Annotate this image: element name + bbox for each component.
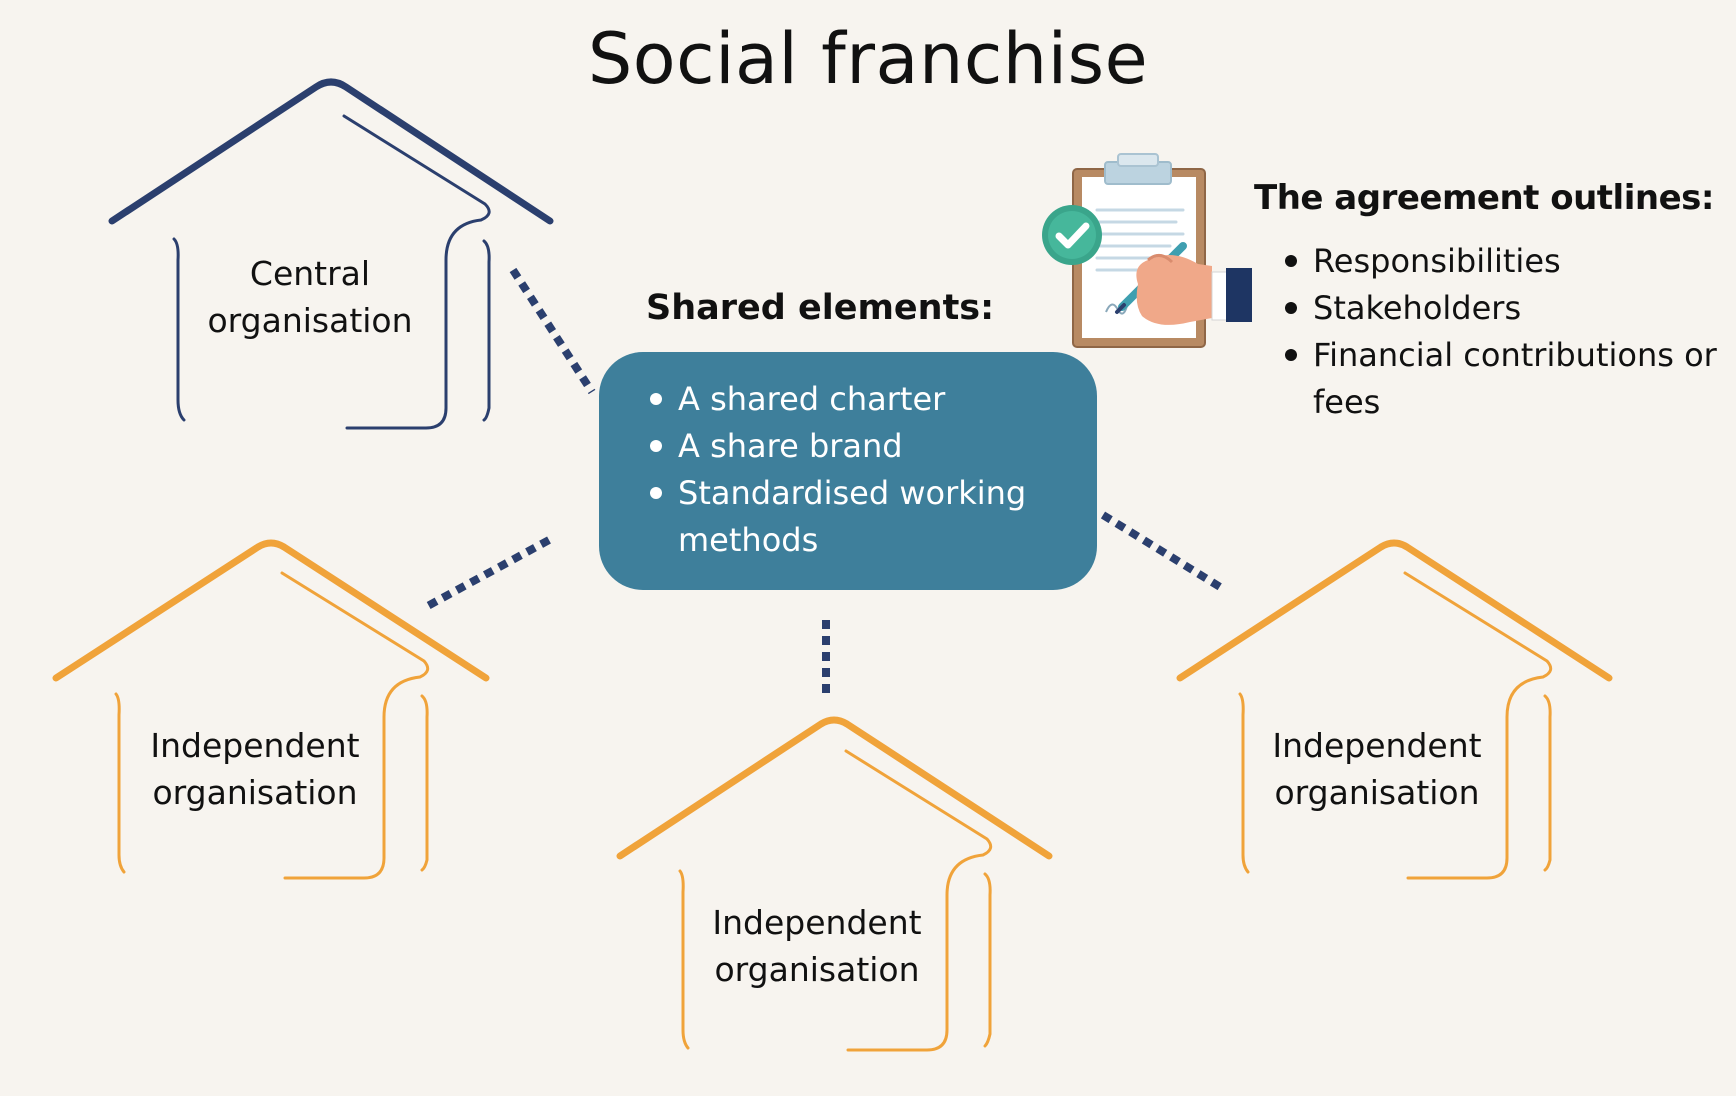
connectors [422,267,1228,694]
central-house-label: Central organisation [190,250,430,344]
independent-label-left-line2: organisation [152,773,358,812]
independent-house-left-inner-roof [280,571,430,880]
agreement-item: Stakeholders [1283,285,1723,332]
agreement-item: Financial contributions or fees [1283,332,1723,426]
shared-elements-box [599,352,1097,590]
central-house [108,78,554,430]
independent-label-right-line2: organisation [1274,773,1480,812]
independent-house-right-inner-wall [1543,694,1552,872]
independent-label-left: Independent organisation [130,722,380,816]
independent-house-left-inner-wall [420,694,429,872]
independent-label-right-line1: Independent [1272,726,1482,765]
independent-house-center-inner-wall [983,872,992,1048]
shared-item: Standardised working methods [648,470,1088,564]
connector-left [422,536,551,612]
independent-house-center-left-wall [678,869,690,1050]
shared-item: A shared charter [648,376,1088,423]
independent-label-center-line2: organisation [714,950,920,989]
central-house-roof [108,78,554,225]
independent-label-right: Independent organisation [1252,722,1502,816]
independent-house-right-roof [1176,539,1613,682]
shared-elements-heading: Shared elements: [646,288,995,328]
agreement-heading: The agreement outlines: [1254,178,1714,218]
independent-house-left-left-wall [114,692,126,874]
central-label-line1: Central [249,254,371,293]
independent-house-center-roof [616,716,1053,860]
independent-house-center-inner-roof [844,749,993,1052]
central-house-left-wall [172,237,186,422]
independent-house-right [1176,539,1613,880]
shared-elements-list: A shared charter A share brand Standardi… [648,376,1088,564]
central-house-inner-wall [482,239,491,422]
central-label-line2: organisation [207,301,413,340]
independent-house-left-roof [52,539,490,682]
independent-house-center [616,716,1053,1052]
connector-central [509,267,596,395]
central-house-inner-roof [342,114,491,430]
independent-label-center: Independent organisation [692,899,942,993]
agreement-item: Responsibilities [1283,238,1723,285]
independent-house-right-left-wall [1238,692,1250,874]
shared-item: A share brand [648,423,1088,470]
agreement-list: Responsibilities Stakeholders Financial … [1283,238,1723,426]
connector-right [1100,511,1228,594]
independent-label-center-line1: Independent [712,903,922,942]
independent-house-left [52,539,490,880]
independent-house-right-inner-roof [1403,571,1553,880]
page-title: Social franchise [587,18,1149,100]
clipboard-signing-icon [1042,153,1252,348]
independent-label-left-line1: Independent [150,726,360,765]
